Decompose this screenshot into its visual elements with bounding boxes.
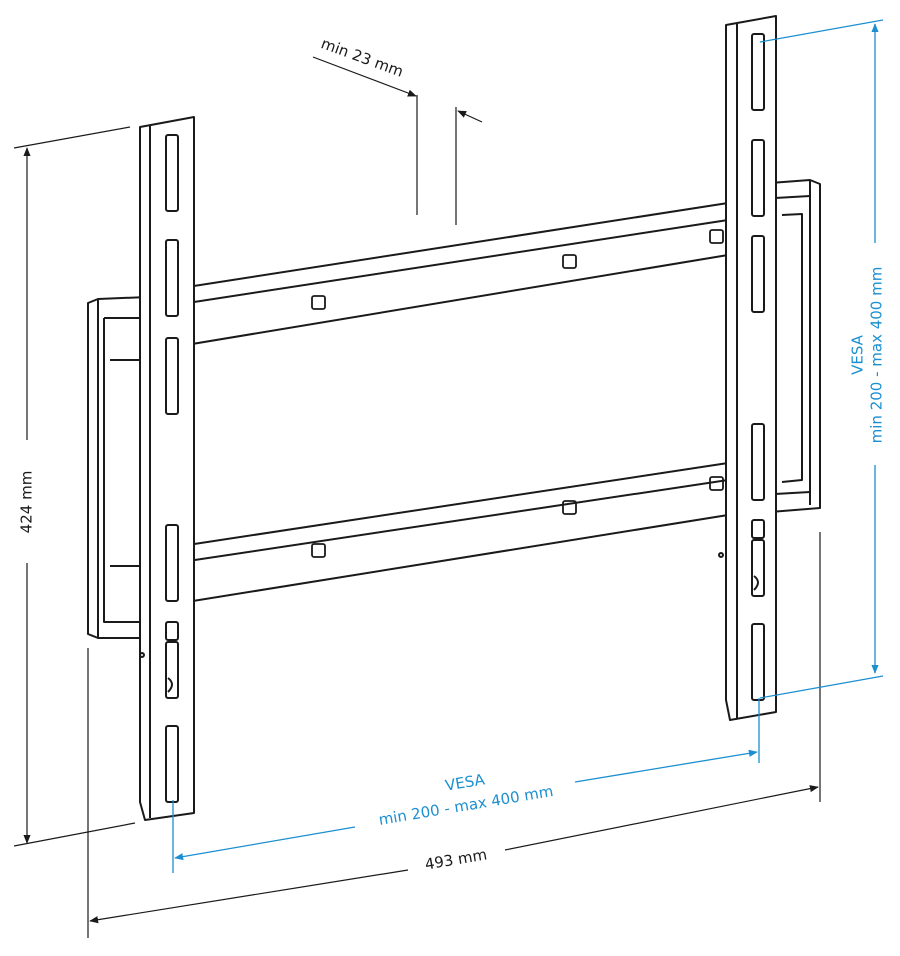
right-vertical-strip — [718, 15, 777, 721]
right-wall-bracket — [769, 179, 821, 513]
height-label: 424 mm — [18, 471, 36, 534]
vesa-horizontal-dimension — [172, 698, 760, 873]
vesa-vertical-title: VESA — [849, 334, 867, 375]
left-vertical-strip — [139, 116, 195, 821]
bottom-rail — [167, 462, 729, 606]
vesa-vertical-range: min 200 - max 400 mm — [868, 267, 886, 444]
mount-drawing — [87, 15, 821, 821]
width-label: 493 mm — [424, 845, 489, 873]
depth-label: min 23 mm — [319, 34, 406, 80]
vesa-vertical-dimension — [759, 19, 884, 699]
width-dimension — [87, 532, 821, 938]
depth-dimension — [312, 56, 483, 225]
rail-holes — [311, 229, 724, 558]
height-dimension — [13, 126, 136, 847]
top-rail — [167, 202, 729, 349]
vesa-horizontal-title: VESA — [444, 770, 487, 794]
